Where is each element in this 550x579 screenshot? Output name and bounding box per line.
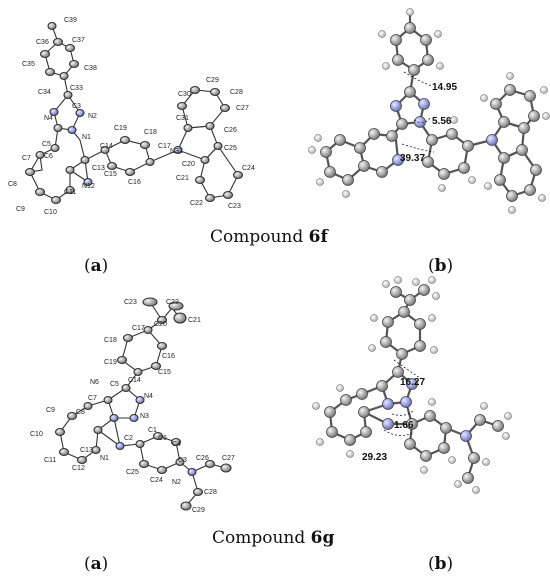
atom-label: C5 [110,381,119,388]
atom-label: C28 [204,489,217,496]
compound-6g-ortep [54,297,232,511]
atom-label: C25 [126,469,139,476]
atom-label: C35 [22,61,35,68]
atom-label: C25 [224,145,237,152]
atom-label: C15 [104,171,117,178]
atom-label: C3 [178,457,187,464]
atom-label: C4 [172,441,181,448]
atom-label: C17 [132,325,145,332]
atom-label: C29 [192,507,205,514]
panel-label-a-6f: (a) [84,256,109,276]
torsion-angle-label: 39.37 [400,153,425,164]
atom-label: C11 [64,189,76,196]
atom-label: C26 [196,455,209,462]
atom-label: C16 [162,353,175,360]
torsion-angle-label: 14.95 [432,82,457,93]
atom-label: C26 [224,127,237,134]
atom-label: C9 [16,206,25,213]
caption-compound-6g: Compound 6g [212,528,334,548]
atom-label: C10 [44,209,57,216]
compound-6g-measurements: 16.27 1.66 29.23 [362,377,425,463]
atom-label: C19 [114,125,127,132]
atom-label: C13 [92,165,105,172]
atom-label: C31 [176,115,189,122]
compound-6g-atom-labels: C23 C22 C21 C20 C17 C18 C19 C16 C15 C14 … [30,299,235,514]
atom-label: N4 [144,393,153,400]
atom-label: C27 [222,455,235,462]
atom-label: C29 [206,77,219,84]
atom-label: C2 [124,435,133,442]
caption-prefix: Compound [212,528,306,548]
atom-label: C28 [230,89,243,96]
atom-label: C22 [166,299,179,306]
atom-label: N1 [100,455,109,462]
torsion-angle-label: 5.56 [432,116,452,127]
atom-label: C17 [158,143,171,150]
atom-label: C30 [178,91,191,98]
atom-label: C10 [30,431,43,438]
atom-label: C12 [72,465,85,472]
atom-label: N32 [170,148,183,155]
atom-label: N6 [90,379,99,386]
atom-label: C18 [104,337,117,344]
atom-label: C16 [128,179,141,186]
atom-label: C21 [176,175,189,182]
torsion-angle-label: 1.66 [394,420,414,431]
atom-label: C23 [228,203,241,210]
atom-label: N3 [140,413,149,420]
atom-label: C3 [72,103,81,110]
atom-label: C34 [38,89,51,96]
caption-prefix: Compound [210,227,304,247]
torsion-angle-label: 29.23 [362,452,387,463]
atom-label: C37 [72,37,85,44]
compound-id: 6g [310,528,335,548]
atom-label: C33 [70,85,83,92]
atom-label: C15 [158,369,171,376]
compound-6f-ortep [24,21,244,205]
atom-label: C6 [158,435,167,442]
atom-label: C14 [128,377,141,384]
atom-label: N12 [82,183,95,190]
compound-6f-ball-stick [308,8,550,214]
atom-label: C1 [148,427,157,434]
atom-label: C24 [242,165,255,172]
compound-6f-measurements: 14.95 5.56 39.37 [400,82,457,164]
panel-label-b-6f: (b) [428,256,454,276]
panel-label-b-6g: (b) [428,554,454,574]
atom-label: C21 [188,317,201,324]
atom-label: C36 [36,39,49,46]
compound-id: 6f [308,227,328,247]
atom-label: C5 [42,141,51,148]
compound-6g-ball-stick [312,276,512,494]
atom-label: C13 [80,447,93,454]
atom-label: C18 [144,129,157,136]
atom-label: C38 [84,65,97,72]
atom-label: C8 [76,409,85,416]
atom-label: C19 [104,359,117,366]
atom-label: N4 [44,115,53,122]
atom-label: C20 [154,321,167,328]
caption-compound-6f: Compound 6f [210,227,328,247]
panel-label-a-6g: (a) [84,554,109,574]
atom-label: C22 [190,200,203,207]
atom-label: C23 [124,299,137,306]
atom-label: C8 [8,181,17,188]
atom-label: C7 [88,395,97,402]
atom-label: C39 [64,17,77,24]
atom-label: C24 [150,477,163,484]
atom-label: C7 [22,155,31,162]
compound-6f-atom-labels: C39 C36 C37 C35 C38 C34 C33 C3 N4 N2 N1 … [8,17,255,216]
atom-label: N1 [82,134,91,141]
atom-label: C14 [100,143,113,150]
atom-label: C27 [236,105,249,112]
atom-label: N2 [88,113,97,120]
atom-label: C9 [46,407,55,414]
atom-label: C11 [44,457,56,464]
torsion-angle-label: 16.27 [400,377,425,388]
atom-label: C20 [182,161,195,168]
atom-label: C6 [44,153,53,160]
atom-label: N2 [172,479,181,486]
